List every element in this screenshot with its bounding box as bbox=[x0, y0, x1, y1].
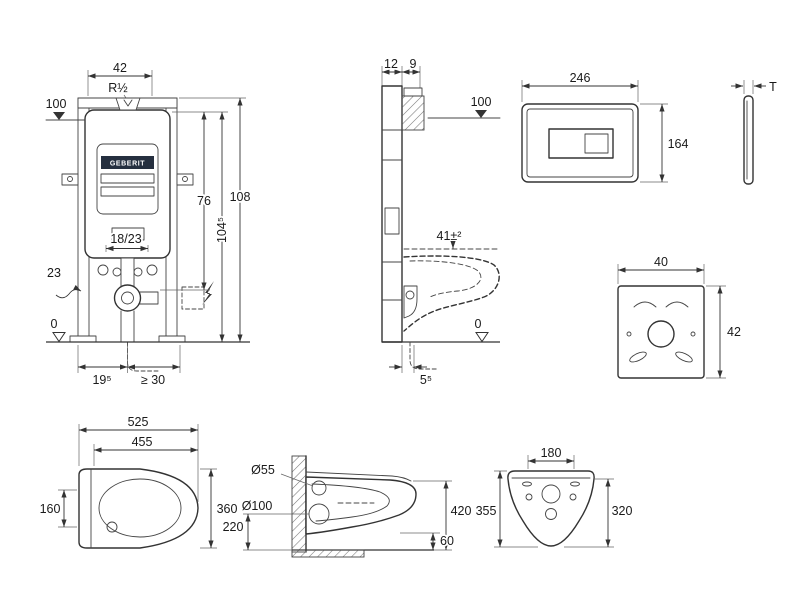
wall-anchor-right bbox=[176, 173, 194, 186]
pan-top-view: 525 455 160 360 bbox=[38, 413, 239, 549]
flush-pipe bbox=[120, 257, 135, 289]
dim-height-104-5: 104⁵ bbox=[215, 217, 229, 243]
dim-rim-height: 420 bbox=[451, 504, 472, 518]
wall-anchor-left bbox=[61, 173, 79, 186]
supply-leader-arrow bbox=[55, 284, 82, 299]
frame-foot-left bbox=[69, 335, 97, 343]
dim-rail-depth: 12 bbox=[384, 57, 398, 71]
detail-box bbox=[181, 286, 205, 310]
level-marker-filled-icon bbox=[53, 112, 65, 120]
outlet-elbow bbox=[113, 284, 142, 312]
brand-bar bbox=[101, 156, 154, 169]
dim-pan-back-width: 160 bbox=[40, 502, 61, 516]
sound-insulation-pad bbox=[617, 285, 705, 379]
flush-button-large bbox=[548, 128, 614, 159]
inlet-connector bbox=[115, 97, 141, 111]
level-marker-open-icon bbox=[52, 332, 66, 343]
dim-wall-offset: 5⁵ bbox=[420, 373, 432, 387]
pan-outline-dashed bbox=[403, 255, 500, 332]
lightning-icon bbox=[202, 281, 214, 305]
dim-supply-height: 23 bbox=[47, 266, 61, 280]
dim-height-108: 108 bbox=[230, 190, 251, 204]
dim-outlet-offsets: 18/23 bbox=[110, 232, 141, 246]
dim-frame-width: 42 bbox=[113, 61, 127, 75]
dim-pan-height-overall: 355 bbox=[476, 504, 497, 518]
level-100-label: 100 bbox=[46, 97, 67, 111]
dim-flush-diameter: Ø55 bbox=[251, 463, 275, 477]
dim-pan-depth: 525 bbox=[128, 415, 149, 429]
dim-plate-height: 164 bbox=[668, 137, 689, 151]
flush-plate-view: 246 164 bbox=[521, 69, 690, 183]
protection-cover bbox=[401, 95, 425, 131]
pan-front-view: 180 355 320 bbox=[474, 444, 634, 548]
inspection-opening bbox=[96, 143, 159, 215]
dim-cover-depth: 9 bbox=[410, 57, 417, 71]
dim-pan-depth-inner: 455 bbox=[132, 435, 153, 449]
sound-pad-view: 40 42 bbox=[617, 253, 743, 379]
level-marker-filled-icon bbox=[475, 110, 487, 118]
brand-logo: GEBERIT bbox=[110, 161, 145, 168]
level-0-label: 0 bbox=[475, 317, 482, 331]
label-inlet-thread: R½ bbox=[108, 81, 128, 95]
dim-pan-height-body: 320 bbox=[612, 504, 633, 518]
pad-center-hole bbox=[647, 320, 675, 348]
dim-height-76: 76 bbox=[197, 194, 211, 208]
wall-section bbox=[291, 455, 307, 553]
flush-inlet bbox=[311, 480, 327, 496]
dim-pad-width: 40 bbox=[654, 255, 668, 269]
dim-outlet-height: 220 bbox=[223, 520, 244, 534]
flush-button-small bbox=[584, 133, 609, 154]
dim-pan-top-width: 180 bbox=[541, 446, 562, 460]
pan-profile-outline bbox=[305, 476, 417, 535]
pan-top-outline bbox=[78, 468, 199, 549]
frame-foot-right bbox=[158, 335, 186, 343]
dim-front-gap: 60 bbox=[440, 534, 454, 548]
dim-pipe-offset: 19⁵ bbox=[92, 373, 111, 387]
pan-side-view: Ø55 Ø100 220 420 60 bbox=[221, 455, 473, 558]
frame-side-view: 12 9 100 41±² 0 5⁵ bbox=[381, 55, 501, 389]
plate-profile bbox=[743, 95, 754, 185]
dim-outlet-diameter: Ø100 bbox=[242, 499, 273, 513]
dim-pad-height: 42 bbox=[727, 325, 741, 339]
floor-section bbox=[291, 549, 365, 558]
plate-profile-view: T bbox=[731, 78, 779, 185]
dim-seat-height: 41±² bbox=[437, 229, 462, 243]
level-0-label: 0 bbox=[51, 317, 58, 331]
level-100-label: 100 bbox=[471, 95, 492, 109]
flush-hole bbox=[541, 484, 561, 504]
dim-pan-width: 360 bbox=[217, 502, 238, 516]
dim-side-clearance: ≥ 30 bbox=[141, 373, 165, 387]
dim-plate-thickness: T bbox=[769, 80, 777, 94]
level-marker-open-icon bbox=[475, 332, 489, 343]
frame-front-view: 42 R½ GEBERIT 18/23 bbox=[44, 59, 252, 389]
bowl-opening bbox=[98, 478, 182, 538]
dim-plate-width: 246 bbox=[570, 71, 591, 85]
